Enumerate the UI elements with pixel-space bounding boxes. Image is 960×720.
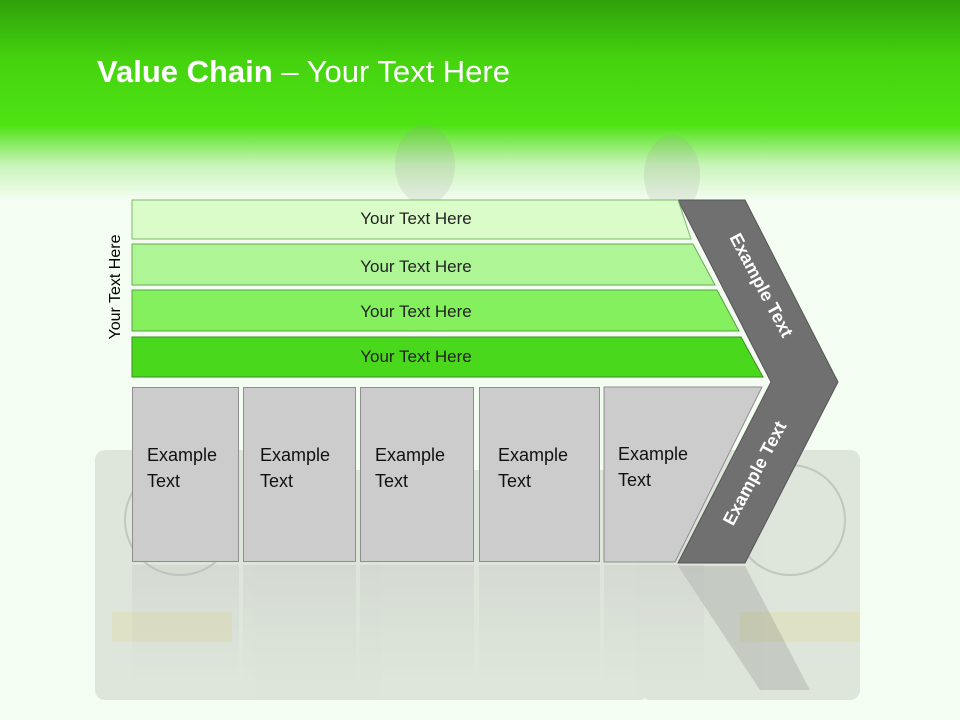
bar-1 <box>131 199 692 240</box>
bar-3 <box>131 289 740 332</box>
box-2-reflection <box>243 565 356 685</box>
box-3-reflection <box>360 565 474 685</box>
box-1-line1: Example <box>147 445 218 465</box>
box-4-line2: Text <box>498 471 532 491</box>
bar-4-label: Your Text Here <box>360 347 472 366</box>
box-1-reflection <box>132 565 239 685</box>
slide-title: Value Chain – Your Text Here <box>97 54 510 90</box>
box-4-reflection <box>479 565 600 685</box>
box-4-line1: Example <box>498 445 569 465</box>
bar-4 <box>131 336 764 378</box>
box-5-shape <box>603 386 763 563</box>
bar-2-label: Your Text Here <box>360 257 472 276</box>
bar-2 <box>131 243 716 286</box>
box-3-line1: Example <box>375 445 446 465</box>
title-bold: Value Chain <box>97 54 273 89</box>
chevron-arrow <box>677 199 839 564</box>
bar-1-label: Your Text Here <box>360 209 472 228</box>
header-band <box>0 0 960 200</box>
box-2-line1: Example <box>260 445 331 465</box>
box-5-line1: Example <box>618 444 689 464</box>
title-rest: – Your Text Here <box>272 54 510 89</box>
chevron-reflection <box>678 566 810 690</box>
box-5-reflection <box>604 565 704 685</box>
box-5-line2: Text <box>618 470 652 490</box>
bar-3-label: Your Text Here <box>360 302 472 321</box>
box-2-line2: Text <box>260 471 294 491</box>
box-1-line2: Text <box>147 471 181 491</box>
box-3-line2: Text <box>375 471 409 491</box>
